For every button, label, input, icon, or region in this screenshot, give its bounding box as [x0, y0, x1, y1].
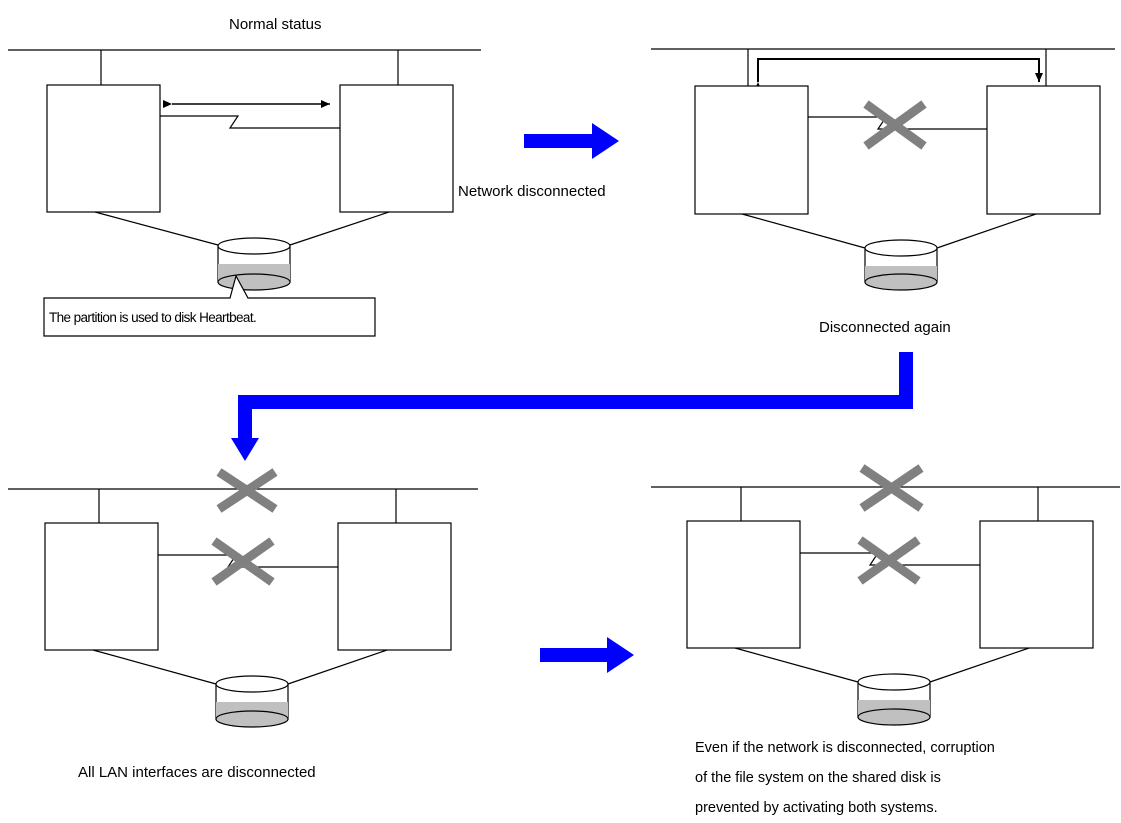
- transition-arrow-2: [231, 352, 913, 461]
- public-lan-cross-icon: [859, 464, 924, 512]
- normal-status-title: Normal status: [229, 16, 322, 33]
- public-lan-heartbeat-arrow: [754, 58, 1043, 91]
- disk-path-right: [929, 647, 1030, 683]
- public-lan-cross-icon: [216, 468, 278, 513]
- heartbeat-partition-callout: The partition is used to disk Heartbeat.: [49, 310, 257, 325]
- all-lan-disconnected-caption: All LAN interfaces are disconnected: [78, 764, 316, 781]
- result-note: Even if the network is disconnected, cor…: [695, 733, 995, 823]
- shared-disk: [857, 673, 931, 726]
- panel-all-lan-disconnected: [8, 468, 478, 728]
- interconnect-lan: [160, 115, 340, 129]
- server-right: [339, 84, 454, 213]
- server-left: [46, 84, 161, 213]
- panel-result: [651, 464, 1120, 726]
- server-right: [986, 85, 1101, 215]
- shared-disk: [215, 675, 289, 728]
- disk-path-left: [92, 649, 217, 685]
- disk-path-right: [287, 649, 388, 685]
- server-left: [694, 85, 809, 215]
- result-note-line-2: of the file system on the shared disk is: [695, 770, 941, 786]
- disk-path-left: [734, 647, 859, 683]
- disk-path-right: [936, 213, 1037, 249]
- disk-path-right: [289, 211, 390, 246]
- server-right: [337, 522, 452, 651]
- server-left: [686, 520, 801, 649]
- panel-normal-status: [8, 49, 481, 337]
- interconnect-cross-icon: [211, 537, 275, 586]
- transition-arrow-1: [524, 123, 619, 159]
- interconnect-lan: [158, 554, 338, 568]
- interconnect-cross-icon: [857, 536, 921, 585]
- panel-disconnected-again: [651, 48, 1115, 291]
- interconnect-lan: [808, 116, 987, 130]
- shared-disk: [864, 239, 938, 291]
- interconnect-lan: [800, 552, 980, 566]
- server-left: [44, 522, 159, 651]
- disconnected-again-caption: Disconnected again: [819, 319, 951, 336]
- network-disconnected-label: Network disconnected: [458, 183, 606, 200]
- server-right: [979, 520, 1094, 649]
- interconnect-cross-icon: [863, 100, 927, 150]
- disk-path-left: [94, 211, 219, 246]
- result-note-line-3: prevented by activating both systems.: [695, 800, 938, 816]
- shared-disk: [217, 237, 291, 291]
- transition-arrow-3: [540, 637, 634, 673]
- callout-box: [43, 274, 376, 337]
- result-note-line-1: Even if the network is disconnected, cor…: [695, 740, 995, 756]
- disk-path-left: [741, 213, 866, 249]
